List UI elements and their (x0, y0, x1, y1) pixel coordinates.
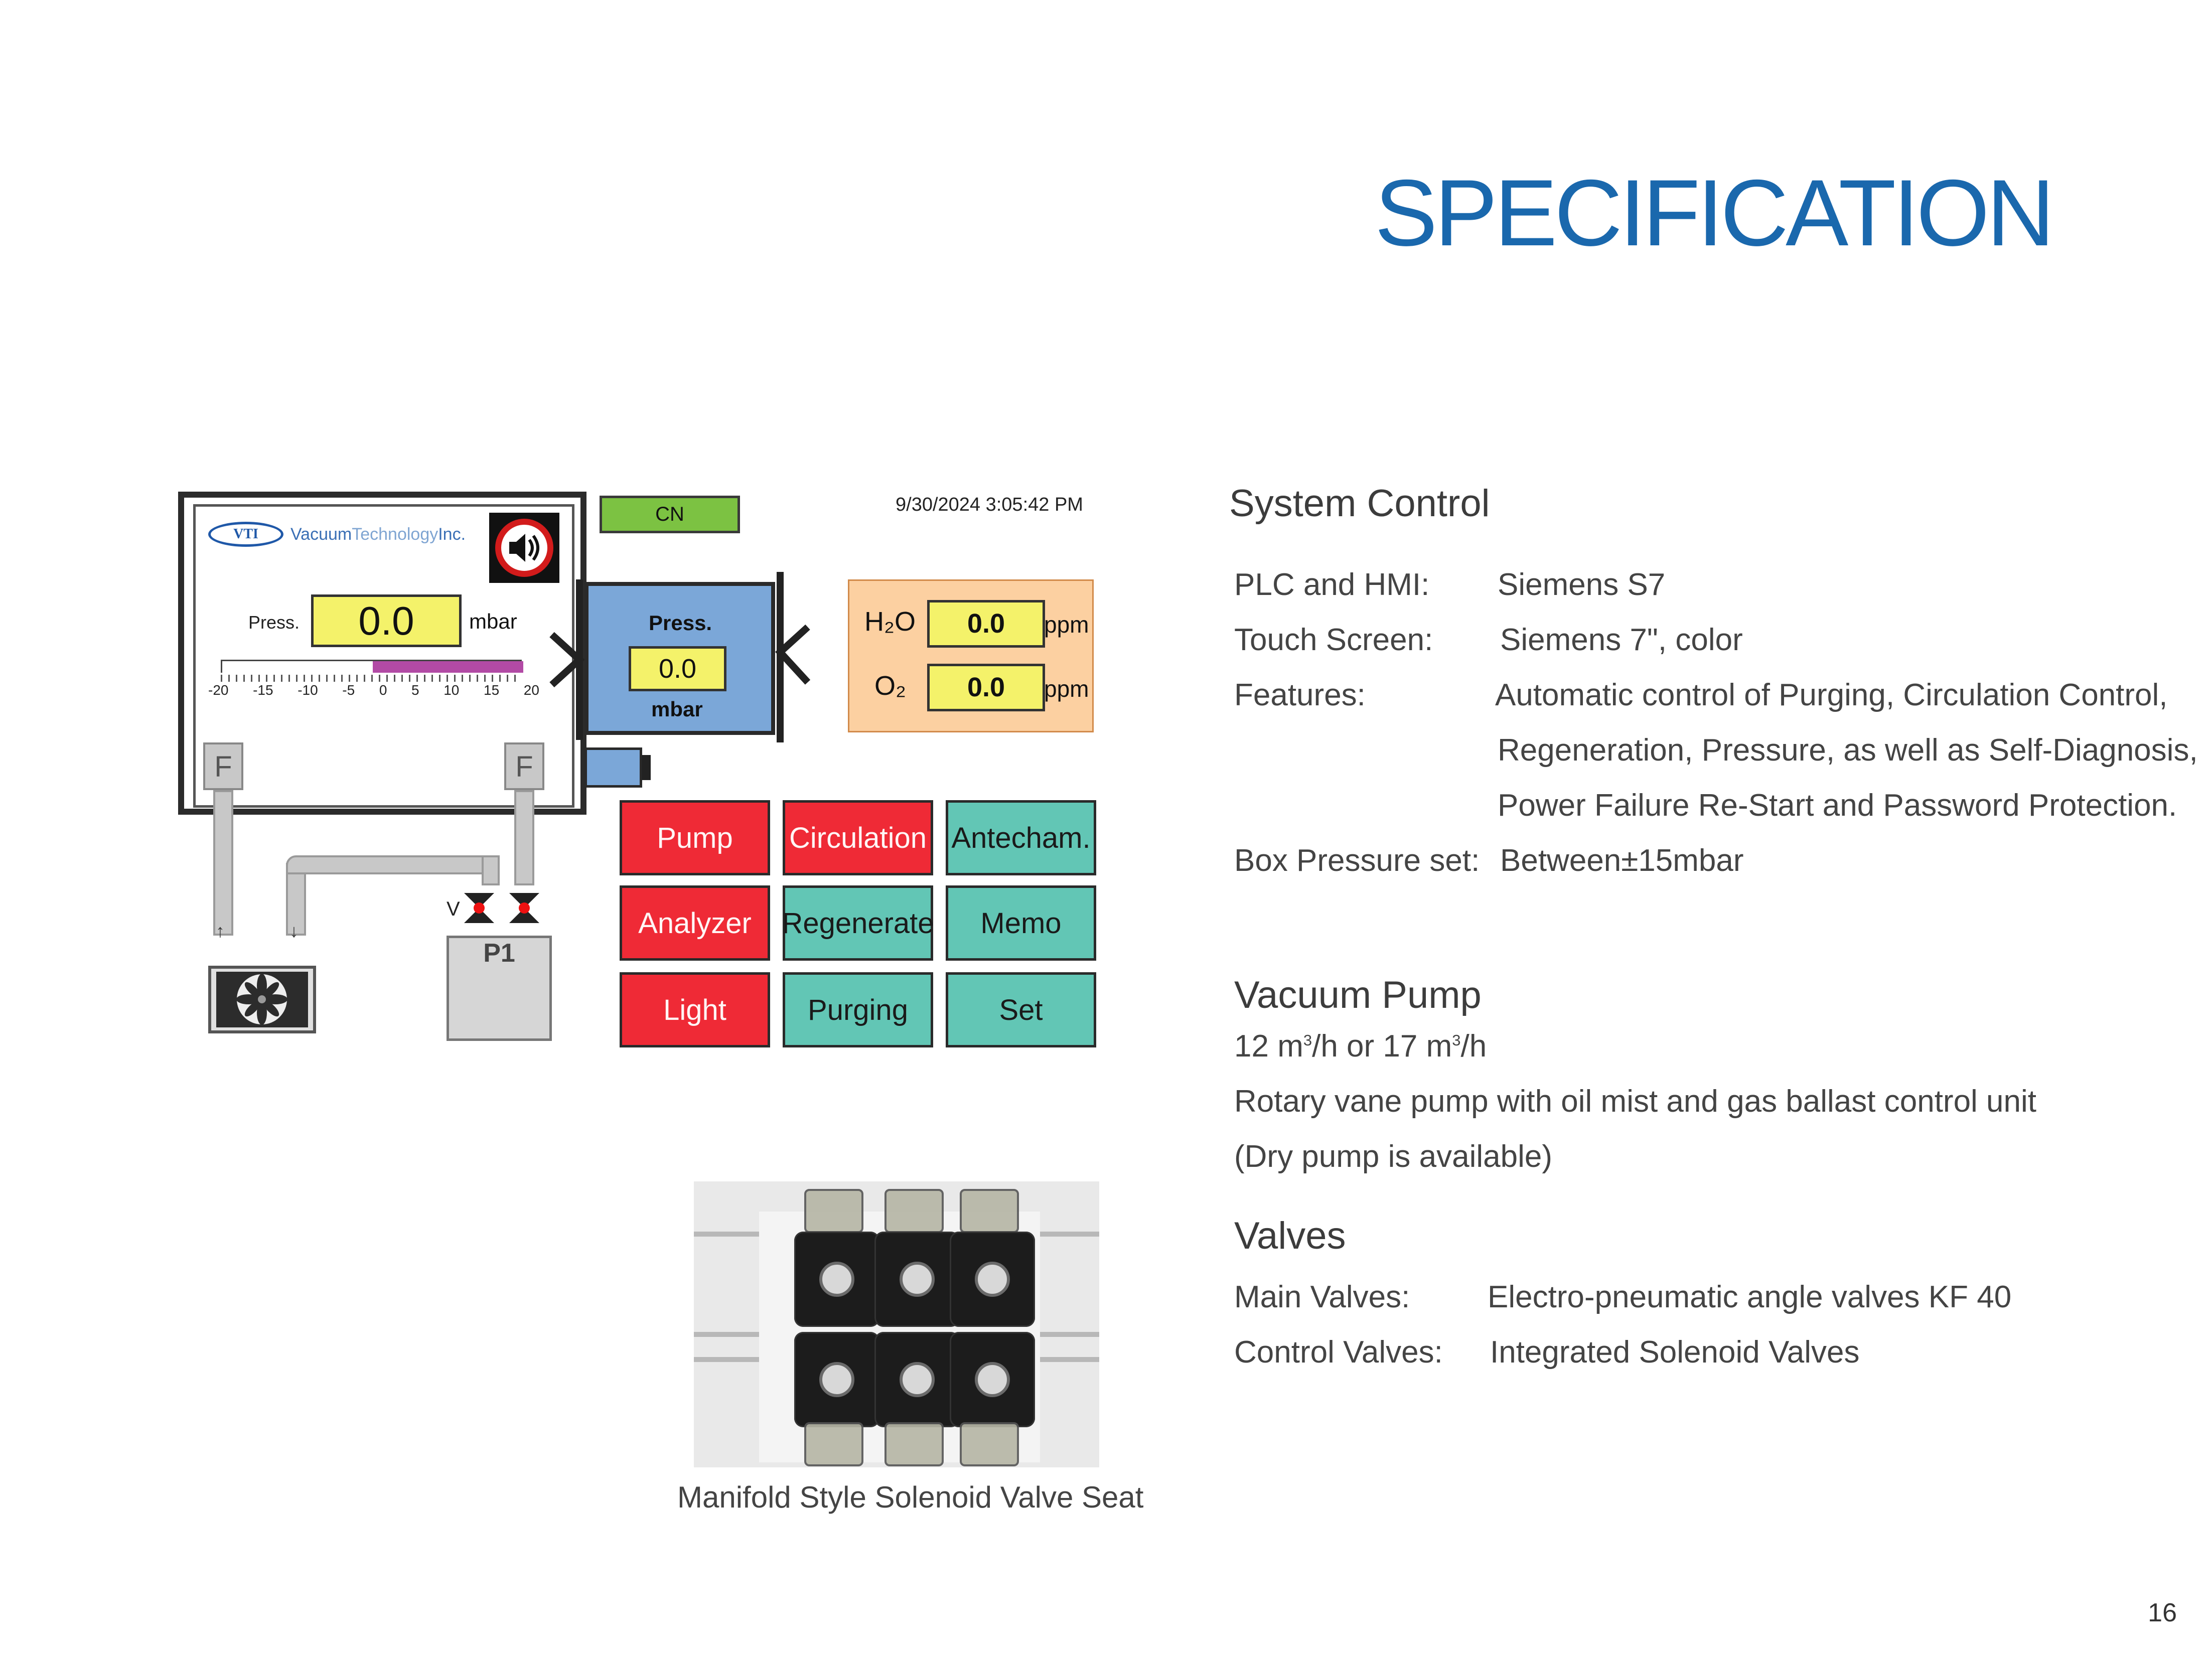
spec-value: Integrated Solenoid Valves (1490, 1335, 1860, 1370)
antechamber-pressure-unit: mbar (651, 697, 703, 721)
o2-value: 0.0 (927, 664, 1045, 711)
regenerate-button[interactable]: Regenerate (782, 885, 934, 961)
spec-label: Features: (1234, 678, 1366, 712)
antechamber-inner-door-icon (549, 579, 585, 740)
spec-label: Touch Screen: (1234, 623, 1433, 657)
solenoid-coil (950, 1232, 1035, 1327)
blower-unit (208, 966, 316, 1033)
pipe-middle-horizontal (286, 855, 494, 874)
tick-label: -20 (208, 682, 229, 698)
coil-cap (804, 1189, 863, 1233)
antechamber-button[interactable]: Antecham. (946, 800, 1096, 875)
language-button[interactable]: CN (600, 496, 740, 533)
spec-value-continued: Power Failure Re-Start and Password Prot… (1498, 788, 2177, 823)
page-number: 16 (2148, 1598, 2177, 1627)
box-pressure-label: Press. (248, 612, 300, 633)
antechamber-outer-door-icon (775, 572, 811, 742)
solenoid-valve-photo (694, 1181, 1099, 1467)
valve-icon[interactable] (459, 890, 549, 926)
tick-label: -5 (342, 682, 355, 698)
filter-left: F (203, 742, 243, 790)
spec-value: Siemens S7 (1498, 567, 1666, 602)
h2o-unit: ppm (1044, 612, 1089, 638)
spec-label: Control Valves: (1234, 1335, 1443, 1370)
spec-label: PLC and HMI: (1234, 567, 1430, 602)
solenoid-coil (874, 1332, 960, 1427)
tick-label: 20 (523, 682, 539, 698)
arrow-down-icon: ↓ (289, 921, 299, 941)
photo-caption: Manifold Style Solenoid Valve Seat (677, 1480, 1144, 1514)
page-title: SPECIFICATION (1375, 160, 2055, 265)
pressure-scale (221, 660, 523, 673)
tick-label: -10 (298, 682, 318, 698)
box-pressure-value: 0.0 (311, 594, 462, 647)
tick-label: 0 (379, 682, 387, 698)
sound-button[interactable] (489, 513, 559, 583)
pressure-scale-labels: -20 -15 -10 -5 0 5 10 15 20 (208, 682, 539, 698)
light-button[interactable]: Light (620, 972, 770, 1047)
vti-logo: VTI VacuumTechnologyInc. (208, 522, 466, 547)
pipe-left (213, 790, 233, 936)
solenoid-coil (950, 1332, 1035, 1427)
spec-value: Siemens 7", color (1500, 623, 1743, 657)
solenoid-coil (794, 1332, 879, 1427)
fan-icon (216, 972, 308, 1027)
vacuum-pump-p1[interactable]: P1 (447, 936, 552, 1041)
tick-label: -15 (253, 682, 273, 698)
o2-unit: ppm (1044, 676, 1089, 702)
spec-value: Automatic control of Purging, Circulatio… (1495, 678, 2168, 712)
system-control-heading: System Control (1229, 482, 1490, 525)
gas-analyzer-panel: H₂O 0.0 ppm O₂ 0.0 ppm (848, 579, 1094, 732)
valve-label: V (447, 898, 460, 920)
spec-label: Main Valves: (1234, 1280, 1410, 1314)
vacuum-pump-heading: Vacuum Pump (1234, 974, 1482, 1016)
antechamber[interactable]: Press. 0.0 mbar (584, 582, 775, 735)
vacuum-pump-description: Rotary vane pump with oil mist and gas b… (1234, 1084, 2037, 1119)
o2-label: O₂ (874, 671, 906, 701)
coil-cap (960, 1422, 1019, 1466)
vacuum-pump-note: (Dry pump is available) (1234, 1139, 1552, 1174)
spec-label: Box Pressure set: (1234, 843, 1480, 878)
pump-button[interactable]: Pump (620, 800, 770, 875)
spec-value: Between±15mbar (1500, 843, 1744, 878)
hmi-screen: VTI VacuumTechnologyInc. Press. 0.0 mbar… (173, 482, 1101, 1059)
solenoid-coil (874, 1232, 960, 1327)
pressure-scale-fill (373, 661, 523, 673)
coil-cap (804, 1422, 863, 1466)
vti-logo-mark: VTI (208, 522, 283, 547)
datetime-display: 9/30/2024 3:05:42 PM (896, 494, 1083, 515)
tick-label: 5 (411, 682, 419, 698)
vacuum-pump-capacity: 12 m3/h or 17 m3/h (1234, 1029, 1487, 1064)
pipe-right (514, 790, 534, 885)
box-pressure-unit: mbar (469, 610, 517, 633)
antechamber-pressure-value: 0.0 (629, 646, 726, 691)
mini-antechamber[interactable] (584, 747, 651, 788)
arrow-up-icon: ↑ (216, 921, 225, 941)
h2o-value: 0.0 (927, 600, 1045, 648)
coil-cap (884, 1189, 944, 1233)
analyzer-button[interactable]: Analyzer (620, 885, 770, 961)
filter-right: F (504, 742, 544, 790)
antechamber-pressure-label: Press. (649, 611, 712, 635)
set-button[interactable]: Set (946, 972, 1096, 1047)
pressure-scale-minor-ticks (221, 675, 522, 682)
spec-value: Electro-pneumatic angle valves KF 40 (1488, 1280, 2012, 1314)
tick-label: 10 (444, 682, 460, 698)
coil-cap (884, 1422, 944, 1466)
pipe-to-pump (482, 855, 500, 885)
memo-button[interactable]: Memo (946, 885, 1096, 961)
pipe-middle-vertical (286, 863, 306, 936)
valves-heading: Valves (1234, 1215, 1346, 1257)
coil-cap (960, 1189, 1019, 1233)
circulation-button[interactable]: Circulation (783, 800, 933, 875)
spec-value-continued: Regeneration, Pressure, as well as Self-… (1498, 733, 2198, 768)
tick-label: 15 (484, 682, 500, 698)
speaker-icon (495, 519, 553, 577)
purging-button[interactable]: Purging (783, 972, 933, 1047)
h2o-label: H₂O (864, 607, 916, 637)
solenoid-coil (794, 1232, 879, 1327)
